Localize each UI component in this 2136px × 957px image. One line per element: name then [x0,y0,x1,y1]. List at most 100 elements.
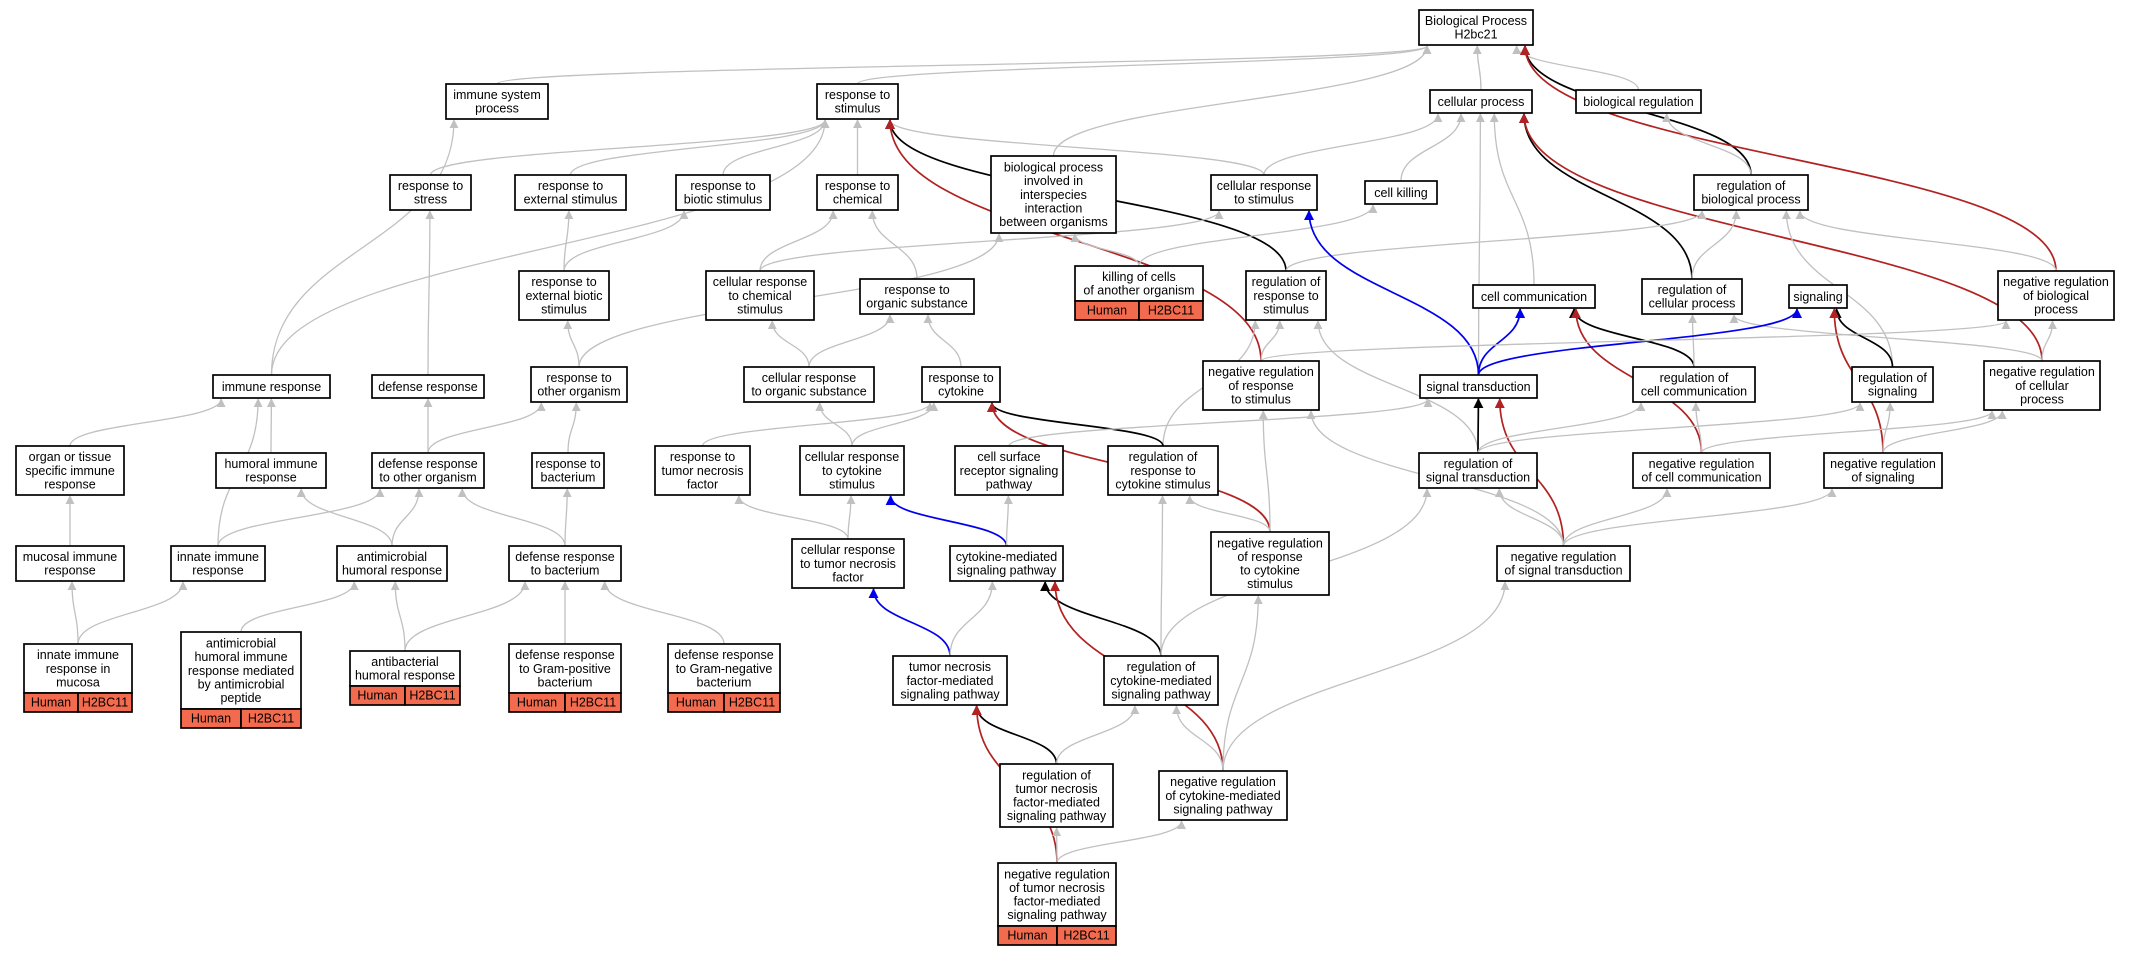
node-label-line: humoral immune [194,650,287,664]
gene-annotation-cell [1056,925,1117,946]
edge-response-to-stimulus-to-root [856,45,1432,85]
node-label-line: involved in [1024,174,1083,188]
edge-cellular-response-to-cytokine-stimulus-to-cellular-response-to-organic-substance [815,402,853,447]
node-box [743,366,875,403]
node-label-line: negative regulation [2003,275,2109,289]
edge-signal-transduction-to-cell-communication [1477,308,1526,376]
node-cell-communication[interactable]: cell communication [1472,284,1596,309]
edge-negative-regulation-of-cell-communication-to-regulation-of-cell-communication [1691,402,1703,454]
node-label-line: factor [687,477,718,491]
node-label-line: negative regulation [1511,550,1617,564]
node-biological-regulation[interactable]: biological regulation [1575,89,1702,114]
edge-negative-regulation-of-cytokine-mediated-signaling-pathway-to-negative-regulation-of-response-to-cytokine-stimulus [1222,595,1263,772]
node-regulation-of-cytokine-mediated-signaling-pathway[interactable]: regulation ofcytokine-mediatedsignaling … [1103,655,1219,706]
edge-response-to-cytokine-to-response-to-organic-substance [923,314,962,368]
node-cellular-process[interactable]: cellular process [1429,89,1533,114]
edge-response-to-biotic-stimulus-to-response-to-stimulus [722,119,830,176]
node-signal-transduction[interactable]: signal transduction [1419,374,1538,399]
edge-negative-regulation-of-cytokine-mediated-signaling-pathway-to-regulation-of-cytokine-mediated-signaling-pathway [1172,705,1224,772]
node-defense-response[interactable]: defense response [371,374,485,399]
node-label-line: cellular response [801,543,896,557]
edge-cellular-response-to-chemical-stimulus-to-cellular-response-to-stimulus [759,210,1224,272]
node-immune-response[interactable]: immune response [212,374,331,399]
node-label-line: regulation of [1717,179,1786,193]
node-cell-killing[interactable]: cell killing [1364,180,1438,205]
node-label-line: interaction [1025,201,1083,215]
node-box [530,366,628,403]
node-signaling[interactable]: signaling [1788,284,1848,309]
node-label-line: cell surface [977,450,1040,464]
node-label-line: cell communication [1641,385,1747,399]
node-box [371,374,485,399]
node-label-line: tumor necrosis [909,660,991,674]
node-box [1429,89,1533,114]
node-label-line: regulation of [1252,275,1321,289]
edge-negative-regulation-of-response-to-cytokine-stimulus-to-negative-regulation-of-response-to-stimulus [1258,410,1271,533]
node-label-line: of response [1237,550,1302,564]
edge-regulation-of-response-to-cytokine-stimulus-to-response-to-cytokine [987,402,1164,447]
edge-cellular-response-to-stimulus-to-response-to-stimulus [885,119,1265,176]
gene-annotation-cell [564,692,622,713]
node-label-line: bacterium [697,675,752,689]
node-box [1418,9,1534,46]
species-annotation-label: Human [31,696,71,710]
gene-annotation-label: H2BC11 [409,689,455,703]
edge-regulation-of-signal-transduction-to-regulation-of-cell-communication [1477,402,1646,454]
edge-negative-regulation-of-response-to-stimulus-to-regulation-of-response-to-stimulus [1260,320,1285,362]
node-box [1210,531,1330,596]
node-box [1158,770,1288,821]
